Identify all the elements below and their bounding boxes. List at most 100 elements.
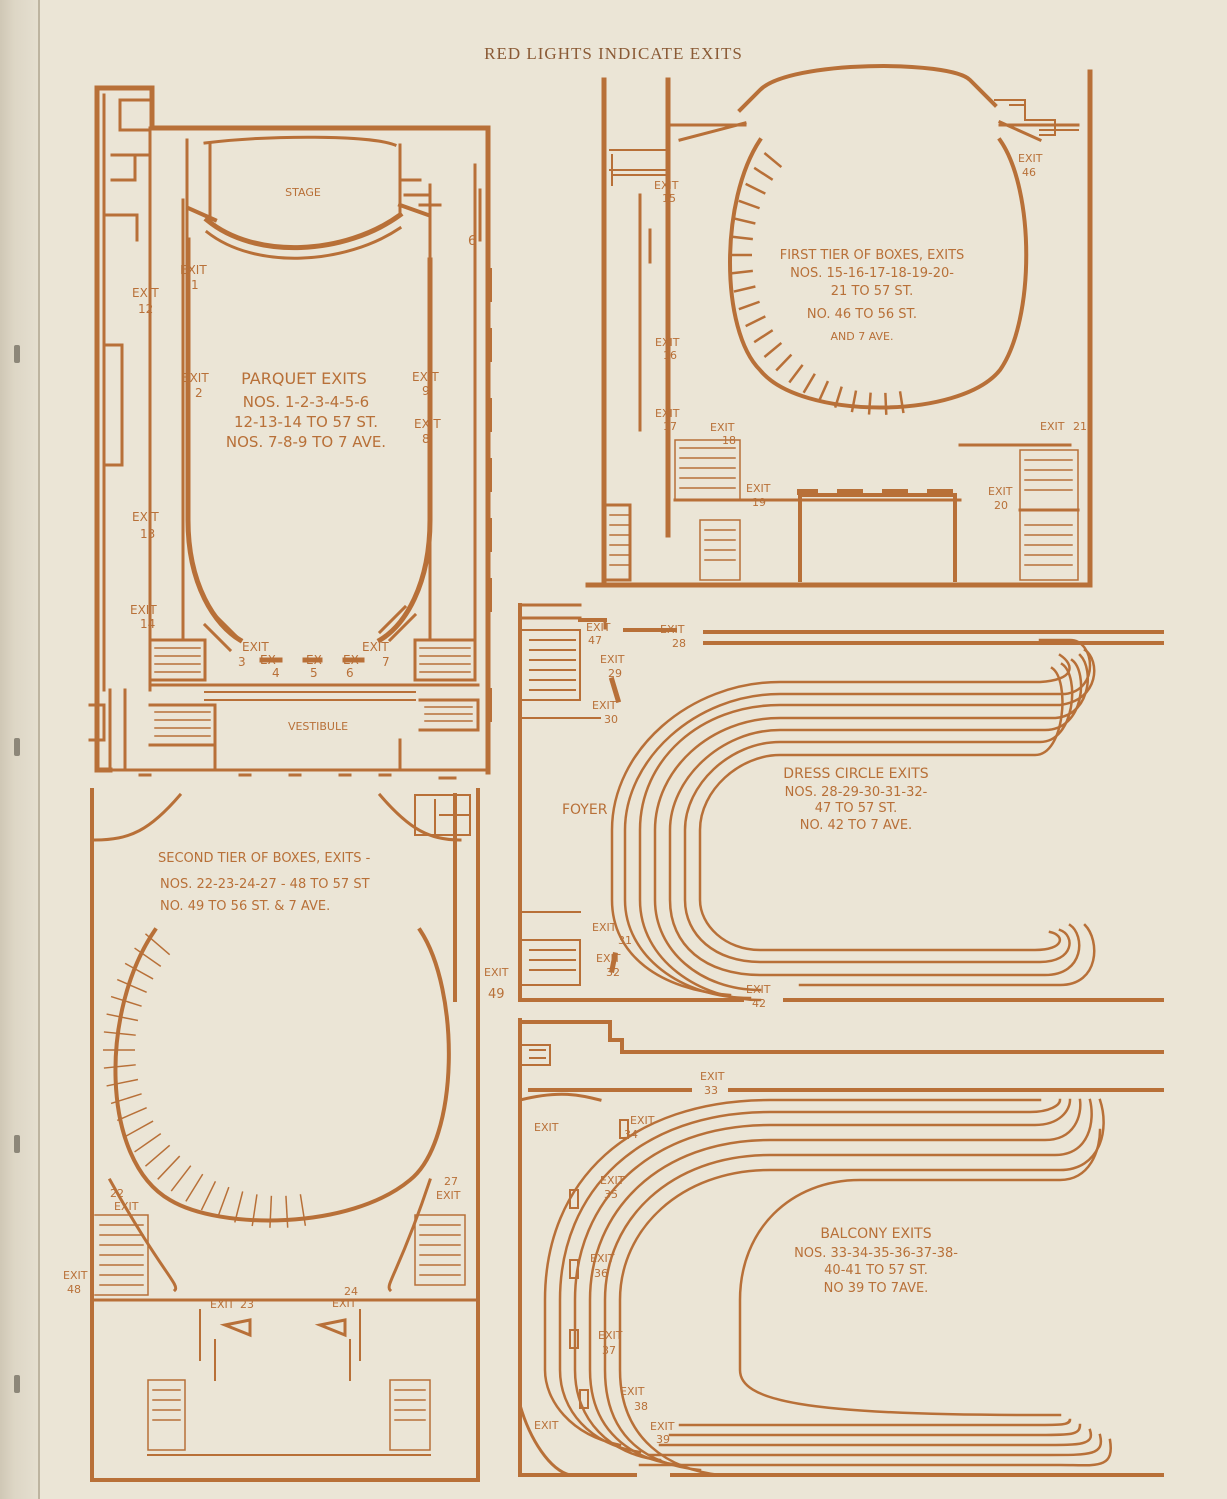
exit-number: 48 xyxy=(67,1283,81,1296)
exit-number: 18 xyxy=(722,434,736,447)
box-marker xyxy=(217,1186,230,1218)
exit-label: EXIT xyxy=(586,621,611,634)
box-marker xyxy=(763,152,783,168)
balcony-plan xyxy=(518,1018,1164,1477)
exit-label: EXIT xyxy=(210,1298,235,1311)
box-marker xyxy=(745,182,766,195)
exit-number: 29 xyxy=(608,667,622,680)
vestibule-label: VESTIBULE xyxy=(288,720,348,733)
box-marker xyxy=(569,1189,579,1209)
exit-label: EXIT xyxy=(700,1070,725,1083)
exit-number: 15 xyxy=(662,192,676,205)
dress-circle-plan xyxy=(518,603,1164,1002)
exit-number: 7 xyxy=(382,655,390,669)
exit-number: 38 xyxy=(634,1400,648,1413)
dress-circle-caption-line: 47 TO 57 ST. xyxy=(815,801,897,816)
exit-number: 23 xyxy=(240,1298,254,1311)
exit-label: EXIT xyxy=(242,640,269,654)
exit-label: EXIT xyxy=(130,603,157,617)
binding-crease xyxy=(38,0,40,1499)
box-marker xyxy=(788,364,804,384)
parquet-plan xyxy=(88,85,492,780)
box-marker xyxy=(116,1107,147,1122)
exit-number: 30 xyxy=(604,713,618,726)
box-marker xyxy=(157,1155,181,1180)
exit-label: EXIT xyxy=(600,653,625,666)
box-marker xyxy=(619,1119,629,1139)
exit-label: EXIT xyxy=(654,179,679,192)
first-tier-caption-line: AND 7 AVE. xyxy=(830,330,893,343)
first-tier-caption-line: NO. 46 TO 56 ST. xyxy=(807,307,917,322)
exit-number: 33 xyxy=(704,1084,718,1097)
box-marker xyxy=(898,391,905,414)
exit-number: 4 xyxy=(272,666,280,680)
exit-number: 16 xyxy=(663,349,677,362)
box-marker xyxy=(802,373,816,394)
exit-label: EXIT xyxy=(534,1121,559,1134)
exit-label: EXIT xyxy=(1018,152,1043,165)
exit-label: EXIT xyxy=(988,485,1013,498)
box-marker xyxy=(745,315,766,328)
exit-number: 1 xyxy=(191,278,199,292)
exit-number: 19 xyxy=(752,496,766,509)
box-markers xyxy=(103,152,905,1409)
exit-number: 3 xyxy=(238,655,246,669)
exit-label: EXIT xyxy=(600,1174,625,1187)
second-tier-caption-title: SECOND TIER OF BOXES, EXITS - xyxy=(158,851,371,866)
box-marker xyxy=(269,1195,273,1228)
exit-label: EXIT xyxy=(132,510,159,524)
box-marker xyxy=(817,380,830,402)
box-marker xyxy=(738,300,760,311)
staple-mark xyxy=(14,1375,20,1393)
exit-number: 46 xyxy=(1022,166,1036,179)
box-marker xyxy=(884,392,888,415)
box-marker xyxy=(251,1194,258,1227)
first-tier-caption-line: NOS. 15-16-17-18-19-20- xyxy=(790,266,954,281)
exit-label: EXIT xyxy=(362,640,389,654)
staple-mark xyxy=(14,345,20,363)
exit-number: 8 xyxy=(422,432,430,446)
box-marker xyxy=(144,1144,171,1167)
second-tier-caption-line: NO. 49 TO 56 ST. & 7 AVE. xyxy=(160,899,330,914)
balcony-caption-title: BALCONY EXITS xyxy=(820,1226,931,1242)
dress-circle-caption-line: NOS. 28-29-30-31-32- xyxy=(785,785,928,800)
exit-number: 49 xyxy=(488,987,505,1002)
exit-label: EXIT xyxy=(114,1200,139,1213)
dress-circle-caption-line: NO. 42 TO 7 AVE. xyxy=(800,818,912,833)
exit-label: EXIT xyxy=(412,370,439,384)
box-marker xyxy=(850,390,858,413)
exit-number: 17 xyxy=(663,420,677,433)
page-heading: RED LIGHTS INDICATE EXITS xyxy=(484,44,743,63)
exit-number: 5 xyxy=(310,666,318,680)
exit-label: EXIT xyxy=(132,286,159,300)
box-marker xyxy=(753,166,774,181)
box-marker xyxy=(730,269,753,275)
box-marker xyxy=(833,386,843,409)
exit-label: EXIT xyxy=(630,1114,655,1127)
first-tier-plan xyxy=(585,64,1093,588)
balcony-caption-line: NOS. 33-34-35-36-37-38- xyxy=(794,1246,958,1261)
box-marker xyxy=(733,217,756,225)
box-marker xyxy=(103,1031,136,1036)
exit-number: 24 xyxy=(344,1285,358,1298)
exit-label: EXIT xyxy=(598,1329,623,1342)
stage-label: STAGE xyxy=(285,186,321,199)
balcony-caption-line: 40-41 TO 57 ST. xyxy=(824,1263,928,1278)
exit-label: EXIT xyxy=(596,952,621,965)
exit-label: EXIT xyxy=(484,966,509,979)
staple-mark xyxy=(14,1135,20,1153)
exit-number: 42 xyxy=(752,997,766,1010)
exit-number: 27 xyxy=(444,1175,458,1188)
parquet-caption-title: PARQUET EXITS xyxy=(241,369,367,388)
exit-number: 6 xyxy=(346,666,354,680)
exit-label: EXIT xyxy=(592,921,617,934)
parquet-caption-line: NOS. 7-8-9 TO 7 AVE. xyxy=(226,433,386,451)
box-marker xyxy=(299,1194,307,1226)
second-tier-plan xyxy=(90,788,480,1482)
box-marker xyxy=(733,285,756,293)
exit-label: EXIT xyxy=(592,699,617,712)
plan-labels: STAGE VESTIBULE PARQUET EXITS NOS. 1-2-3… xyxy=(63,152,1087,1446)
box-marker xyxy=(106,1078,139,1087)
exit-label: EXIT xyxy=(620,1385,645,1398)
